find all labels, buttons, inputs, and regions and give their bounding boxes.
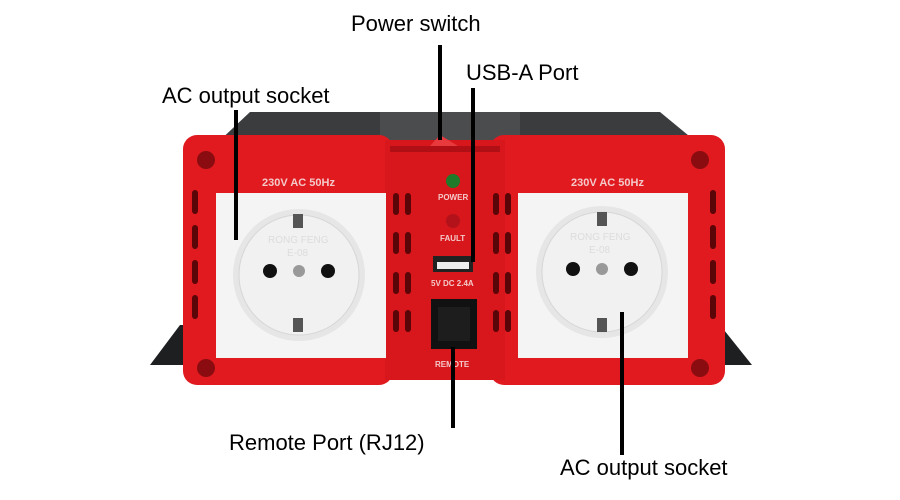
rj12-opening [438,307,470,341]
switch-slot [390,146,500,152]
ac-socket-left-callout: AC output socket [162,83,330,108]
vent-slots [192,190,716,332]
remote-port-callout: Remote Port (RJ12) [229,430,425,455]
power-switch [430,135,458,146]
socket-brand-right: RONG FENG [570,232,631,243]
socket-brand-left: RONG FENG [268,235,329,246]
ac-socket-left [216,193,386,358]
usb-rating-label: 5V DC 2.4A [431,279,474,288]
power-led-label: POWER [438,193,468,202]
fault-led-label: FAULT [440,234,465,243]
usb-tongue [437,262,469,269]
voltage-label-right: 230V AC 50Hz [571,177,644,189]
socket-model-left: E-08 [287,248,309,259]
voltage-label-left: 230V AC 50Hz [262,177,335,189]
top-panel [380,112,520,142]
mount-holes [197,151,709,377]
usb-port-callout: USB-A Port [466,60,579,85]
fault-led [446,214,460,228]
socket-model-right: E-08 [589,245,611,256]
power-led [446,174,460,188]
ac-socket-right [518,193,688,358]
leader-lines [234,45,624,455]
power-switch-callout: Power switch [351,11,481,36]
ac-socket-right-callout: AC output socket [560,455,728,480]
